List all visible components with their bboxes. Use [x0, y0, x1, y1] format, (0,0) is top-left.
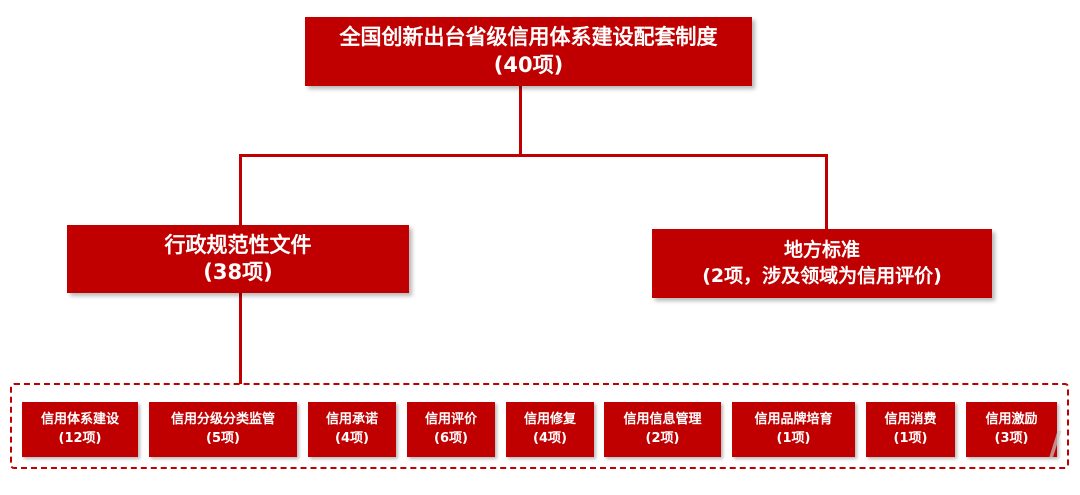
root-node: 全国创新出台省级信用体系建设配套制度 (40项): [305, 17, 752, 86]
category-credit-evaluation: 信用评价 (6项): [407, 402, 495, 457]
category-credit-brand: 信用品牌培育 (1项): [732, 402, 855, 457]
category-label: 信用评价: [424, 411, 477, 427]
category-label: 信用激励: [985, 411, 1038, 427]
category-count: (4项): [335, 430, 369, 446]
right-title: 地方标准: [783, 238, 860, 261]
category-count: (5项): [206, 430, 240, 446]
category-credit-consumption: 信用消费 (1项): [866, 402, 955, 457]
root-title: 全国创新出台省级信用体系建设配套制度: [339, 25, 718, 50]
category-count: (3项): [994, 430, 1029, 446]
category-label: 信用分级分类监管: [170, 411, 275, 427]
right-count: (2项，涉及领域为信用评价): [702, 264, 942, 287]
left-title: 行政规范性文件: [164, 232, 312, 257]
category-credit-info-management: 信用信息管理 (2项): [604, 402, 721, 457]
category-credit-repair: 信用修复 (4项): [506, 402, 594, 457]
category-count: (1项): [776, 430, 811, 446]
category-credit-system: 信用体系建设 (12项): [22, 402, 138, 457]
left-count: (38项): [203, 260, 273, 284]
category-label: 信用承诺: [325, 411, 378, 427]
connector-right-down: [825, 154, 828, 230]
category-label: 信用消费: [884, 411, 937, 427]
category-count: (12项): [58, 430, 102, 446]
category-group: [10, 383, 1069, 469]
connector-horizontal: [239, 154, 828, 157]
category-label: 信用修复: [523, 411, 576, 427]
category-count: (1项): [893, 430, 928, 446]
watermark-logo-icon: /: [1048, 425, 1062, 465]
root-count: (40项): [493, 52, 564, 77]
category-label: 信用体系建设: [40, 411, 119, 427]
category-count: (2项): [645, 430, 680, 446]
right-node: 地方标准 (2项，涉及领域为信用评价): [652, 229, 992, 298]
category-credit-incentive: 信用激励 (3项): [966, 402, 1057, 457]
connector-left-to-categories: [239, 293, 242, 384]
category-label: 信用信息管理: [623, 411, 702, 427]
left-node: 行政规范性文件 (38项): [67, 225, 409, 293]
category-count: (4项): [533, 430, 567, 446]
category-count: (6项): [434, 430, 468, 446]
category-credit-commitment: 信用承诺 (4项): [308, 402, 396, 457]
connector-left-down: [239, 154, 242, 226]
category-label: 信用品牌培育: [754, 411, 833, 427]
connector-root-down: [519, 86, 522, 156]
category-classified-supervision: 信用分级分类监管 (5项): [149, 402, 297, 457]
